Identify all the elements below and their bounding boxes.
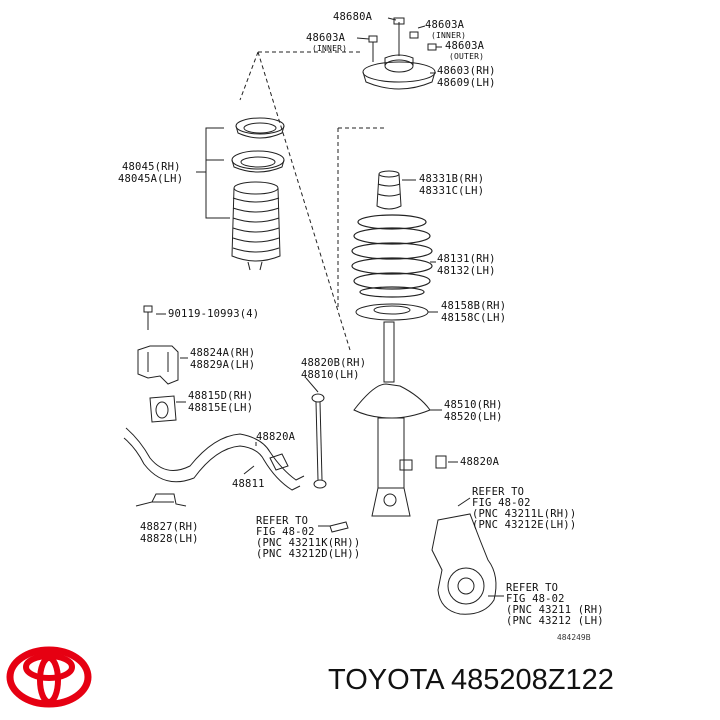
note-inner: (INNER) [431,31,467,40]
label-48603-rh: 48603(RH) [437,65,496,77]
brand-part-number: TOYOTA 485208Z122 [328,664,614,696]
label-48824a-rh: 48824A(RH) [190,347,256,359]
label-48815e-lh: 48815E(LH) [188,402,254,414]
bump-stopper [376,170,402,210]
label-48820a-mid: 48820A [256,431,296,443]
dust-boot [231,181,281,271]
coil-spring [351,214,433,298]
label-48828-lh: 48828(LH) [140,533,199,545]
ref2-line1: REFER TO [256,515,309,527]
ref3-line4: (PNC 43212 (LH) [506,615,604,627]
ref2-line3: (PNC 43211K(RH)) [256,537,361,549]
ref3-line3: (PNC 43211 (RH) [506,604,604,616]
ref1-line3: (PNC 43211L(RH)) [472,508,577,520]
label-90119: 90119-10993(4) [168,308,260,320]
label-48131-rh: 48131(RH) [437,253,496,265]
label-48603a-inner: 48603A [425,19,465,31]
label-48158b-rh: 48158B(RH) [441,300,507,312]
label-48827-rh: 48827(RH) [140,521,199,533]
ref1-line2: FIG 48-02 [472,497,531,509]
label-48331b-rh: 48331B(RH) [419,173,485,185]
ref2-line2: FIG 48-02 [256,526,315,538]
label-48603a-outer: 48603A [445,40,485,52]
ref3-line1: REFER TO [506,582,559,594]
shock-absorber [353,321,431,517]
label-48829a-lh: 48829A(LH) [190,359,256,371]
ref1-line4: (PNC 43212E(LH)) [472,519,577,531]
label-48520-lh: 48520(LH) [444,411,503,423]
label-48810-lh: 48810(LH) [301,369,360,381]
label-48609-lh: 48609(LH) [437,77,496,89]
label-48045a-lh: 48045A(LH) [118,173,184,185]
ref2-line4: (PNC 43212D(LH)) [256,548,361,560]
note-outer: (OUTER) [449,52,485,61]
spring-lower-insulator [355,303,429,321]
label-48510-rh: 48510(RH) [444,399,503,411]
label-48158c-lh: 48158C(LH) [441,312,507,324]
upper-support-mount [362,17,437,90]
toyota-logo-icon [6,646,92,708]
label-48331c-lh: 48331C(LH) [419,185,485,197]
drawing-code: 484249B [557,633,591,642]
label-48815d-rh: 48815D(RH) [188,390,254,402]
label-48603a-left: 48603A [306,32,346,44]
bearing-rings [231,117,285,173]
ref1-line1: REFER TO [472,486,525,498]
ref3-line2: FIG 48-02 [506,593,565,605]
label-48045-rh: 48045(RH) [122,161,181,173]
label-48811: 48811 [232,478,265,490]
steering-knuckle [431,513,497,615]
label-48820b-rh: 48820B(RH) [301,357,367,369]
label-48132-lh: 48132(LH) [437,265,496,277]
label-48680a: 48680A [333,11,373,23]
label-48820a-right: 48820A [460,456,500,468]
stabilizer-bar [123,427,305,491]
note-inner-left: (INNER) [312,44,348,53]
stabilizer-link [311,393,327,489]
